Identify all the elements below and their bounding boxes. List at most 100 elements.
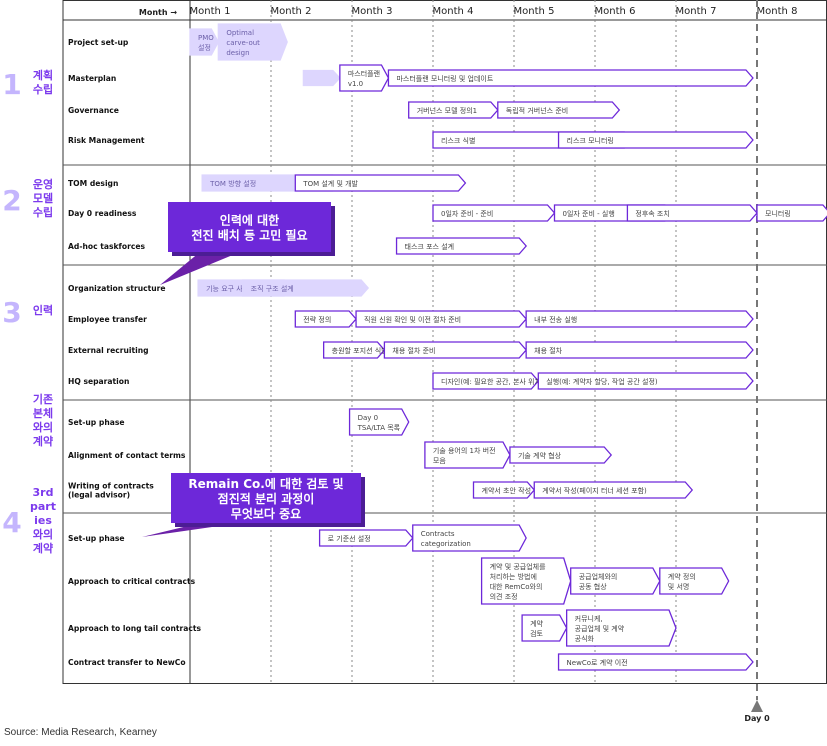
- task-label: TOM 설계 및 개발: [302, 179, 358, 188]
- row-label: External recruiting: [68, 346, 149, 355]
- task-label: 기술 용어의 1차 버전: [433, 446, 496, 455]
- task-bar: [383, 341, 528, 359]
- task-bar: [533, 481, 694, 499]
- task-label: 마스터플랜: [348, 69, 380, 78]
- task-label: 설정: [198, 43, 211, 52]
- row-label: Day 0 readiness: [68, 209, 137, 218]
- task-bar: [241, 279, 370, 297]
- month-header: Month 3: [352, 6, 393, 17]
- row-label: Organization structure: [68, 284, 166, 293]
- task-bar: [217, 23, 288, 61]
- group-label: 와의: [33, 527, 53, 541]
- task-label: 계약 및 공급업체를: [490, 562, 547, 571]
- task-label: 0일자 준비 - 준비: [441, 209, 493, 218]
- day0-marker-icon: [751, 700, 763, 712]
- source-note: Source: Media Research, Kearney: [4, 727, 157, 738]
- group-number: 1: [2, 68, 21, 101]
- task-label: categorization: [421, 540, 471, 548]
- task-label: Optimal: [226, 29, 254, 37]
- task-bar: [395, 237, 528, 255]
- task-bar: [339, 64, 390, 92]
- callout-text: 점진적 분리 과정이: [218, 491, 315, 506]
- task-label: 채용 절차 준비: [392, 346, 435, 355]
- task-bar: [626, 204, 758, 222]
- task-label: 로 기준선 설정: [328, 534, 371, 543]
- task-label: 계약서 작성(페이지 터너 세션 포함): [542, 486, 647, 495]
- task-label: 정후속 조치: [635, 209, 669, 218]
- row-label: Project set-up: [68, 38, 129, 47]
- task-bar: [348, 408, 410, 436]
- group-label: 계약: [33, 541, 53, 555]
- callout-box: [168, 202, 331, 252]
- task-label: 조직 구조 설계: [251, 284, 294, 293]
- row-label: Masterplan: [68, 74, 116, 83]
- task-bar: [570, 567, 661, 595]
- task-label: 기능 요구 사항 식별: [206, 284, 264, 293]
- task-label: 의견 조정: [490, 592, 518, 601]
- task-label: TOM 방향 설정: [209, 179, 256, 188]
- group-label: 수립: [33, 83, 53, 96]
- task-label: design: [226, 49, 249, 57]
- row-label: Employee transfer: [68, 315, 147, 324]
- task-label: carve-out: [226, 39, 260, 47]
- task-bar: [525, 341, 754, 359]
- task-label: 공급업체와의: [579, 572, 618, 581]
- callout-text: 인력에 대한: [220, 213, 279, 228]
- task-label: 리스크 식별: [441, 136, 475, 145]
- task-bar: [355, 310, 528, 328]
- task-bar: [525, 310, 754, 328]
- group-label: 계약: [33, 434, 53, 448]
- task-bar: [472, 481, 536, 499]
- task-label: 마스터플랜 모니터링 및 업데이트: [396, 74, 493, 83]
- task-label: 0일자 준비 - 실행: [563, 209, 615, 218]
- row-label: Governance: [68, 106, 119, 115]
- task-label: Day 0: [358, 414, 379, 422]
- task-label: 공동 협상: [579, 582, 608, 591]
- task-label: 채용 절차: [534, 346, 563, 355]
- task-bar: [557, 653, 754, 671]
- month-header: Month 5: [514, 6, 555, 17]
- task-bar: [318, 529, 414, 547]
- task-bar: [509, 446, 613, 464]
- row-label: (legal advisor): [68, 491, 130, 500]
- task-label: 모니터링: [765, 209, 791, 218]
- task-label: v1.0: [348, 80, 363, 88]
- task-bar: [497, 101, 621, 119]
- task-label: 충원할 포지션 식별: [332, 346, 388, 355]
- group-label: part: [30, 500, 56, 513]
- task-label: 실행(예: 계약자 할당, 작업 공간 설정): [546, 377, 658, 386]
- row-label: HQ separation: [68, 377, 129, 386]
- group-label: 운영: [33, 178, 53, 191]
- task-label: 태스크 포스 설계: [405, 242, 455, 251]
- month-axis-label: Month →: [139, 8, 177, 17]
- day0-label: Day 0: [744, 714, 770, 723]
- task-label: Contracts: [421, 530, 455, 538]
- row-label: Set-up phase: [68, 418, 125, 427]
- month-header: Month 7: [676, 6, 717, 17]
- callout-text: Remain Co.에 대한 검토 및: [188, 476, 343, 491]
- callout-tail: [160, 252, 240, 285]
- row-label: TOM design: [68, 179, 118, 188]
- task-label: 커뮤니케,: [575, 614, 603, 623]
- task-bar: [480, 557, 572, 605]
- task-label: 디자인(예: 필요한 공간, 본사 위치): [441, 377, 544, 386]
- task-label: TSA/LTA 목록: [357, 424, 401, 432]
- task-label: 내부 전송 실행: [534, 315, 577, 324]
- task-bar: [659, 567, 730, 595]
- group-label: 본체: [33, 406, 53, 420]
- task-bar: [756, 204, 827, 222]
- task-label: 공급업체 및 계약: [575, 624, 625, 633]
- task-bar: [189, 28, 220, 56]
- task-label: PMO: [198, 34, 214, 42]
- group-label: 와의: [33, 420, 53, 434]
- task-bar: [521, 614, 568, 642]
- group-label: 인력: [33, 303, 53, 317]
- task-bar: [566, 609, 677, 647]
- row-label: Risk Management: [68, 136, 145, 145]
- row-label: Alignment of contact terms: [68, 451, 186, 460]
- group-label: ies: [34, 514, 52, 527]
- task-bar: [322, 341, 386, 359]
- task-bar: [408, 101, 499, 119]
- callout-box: [171, 473, 361, 523]
